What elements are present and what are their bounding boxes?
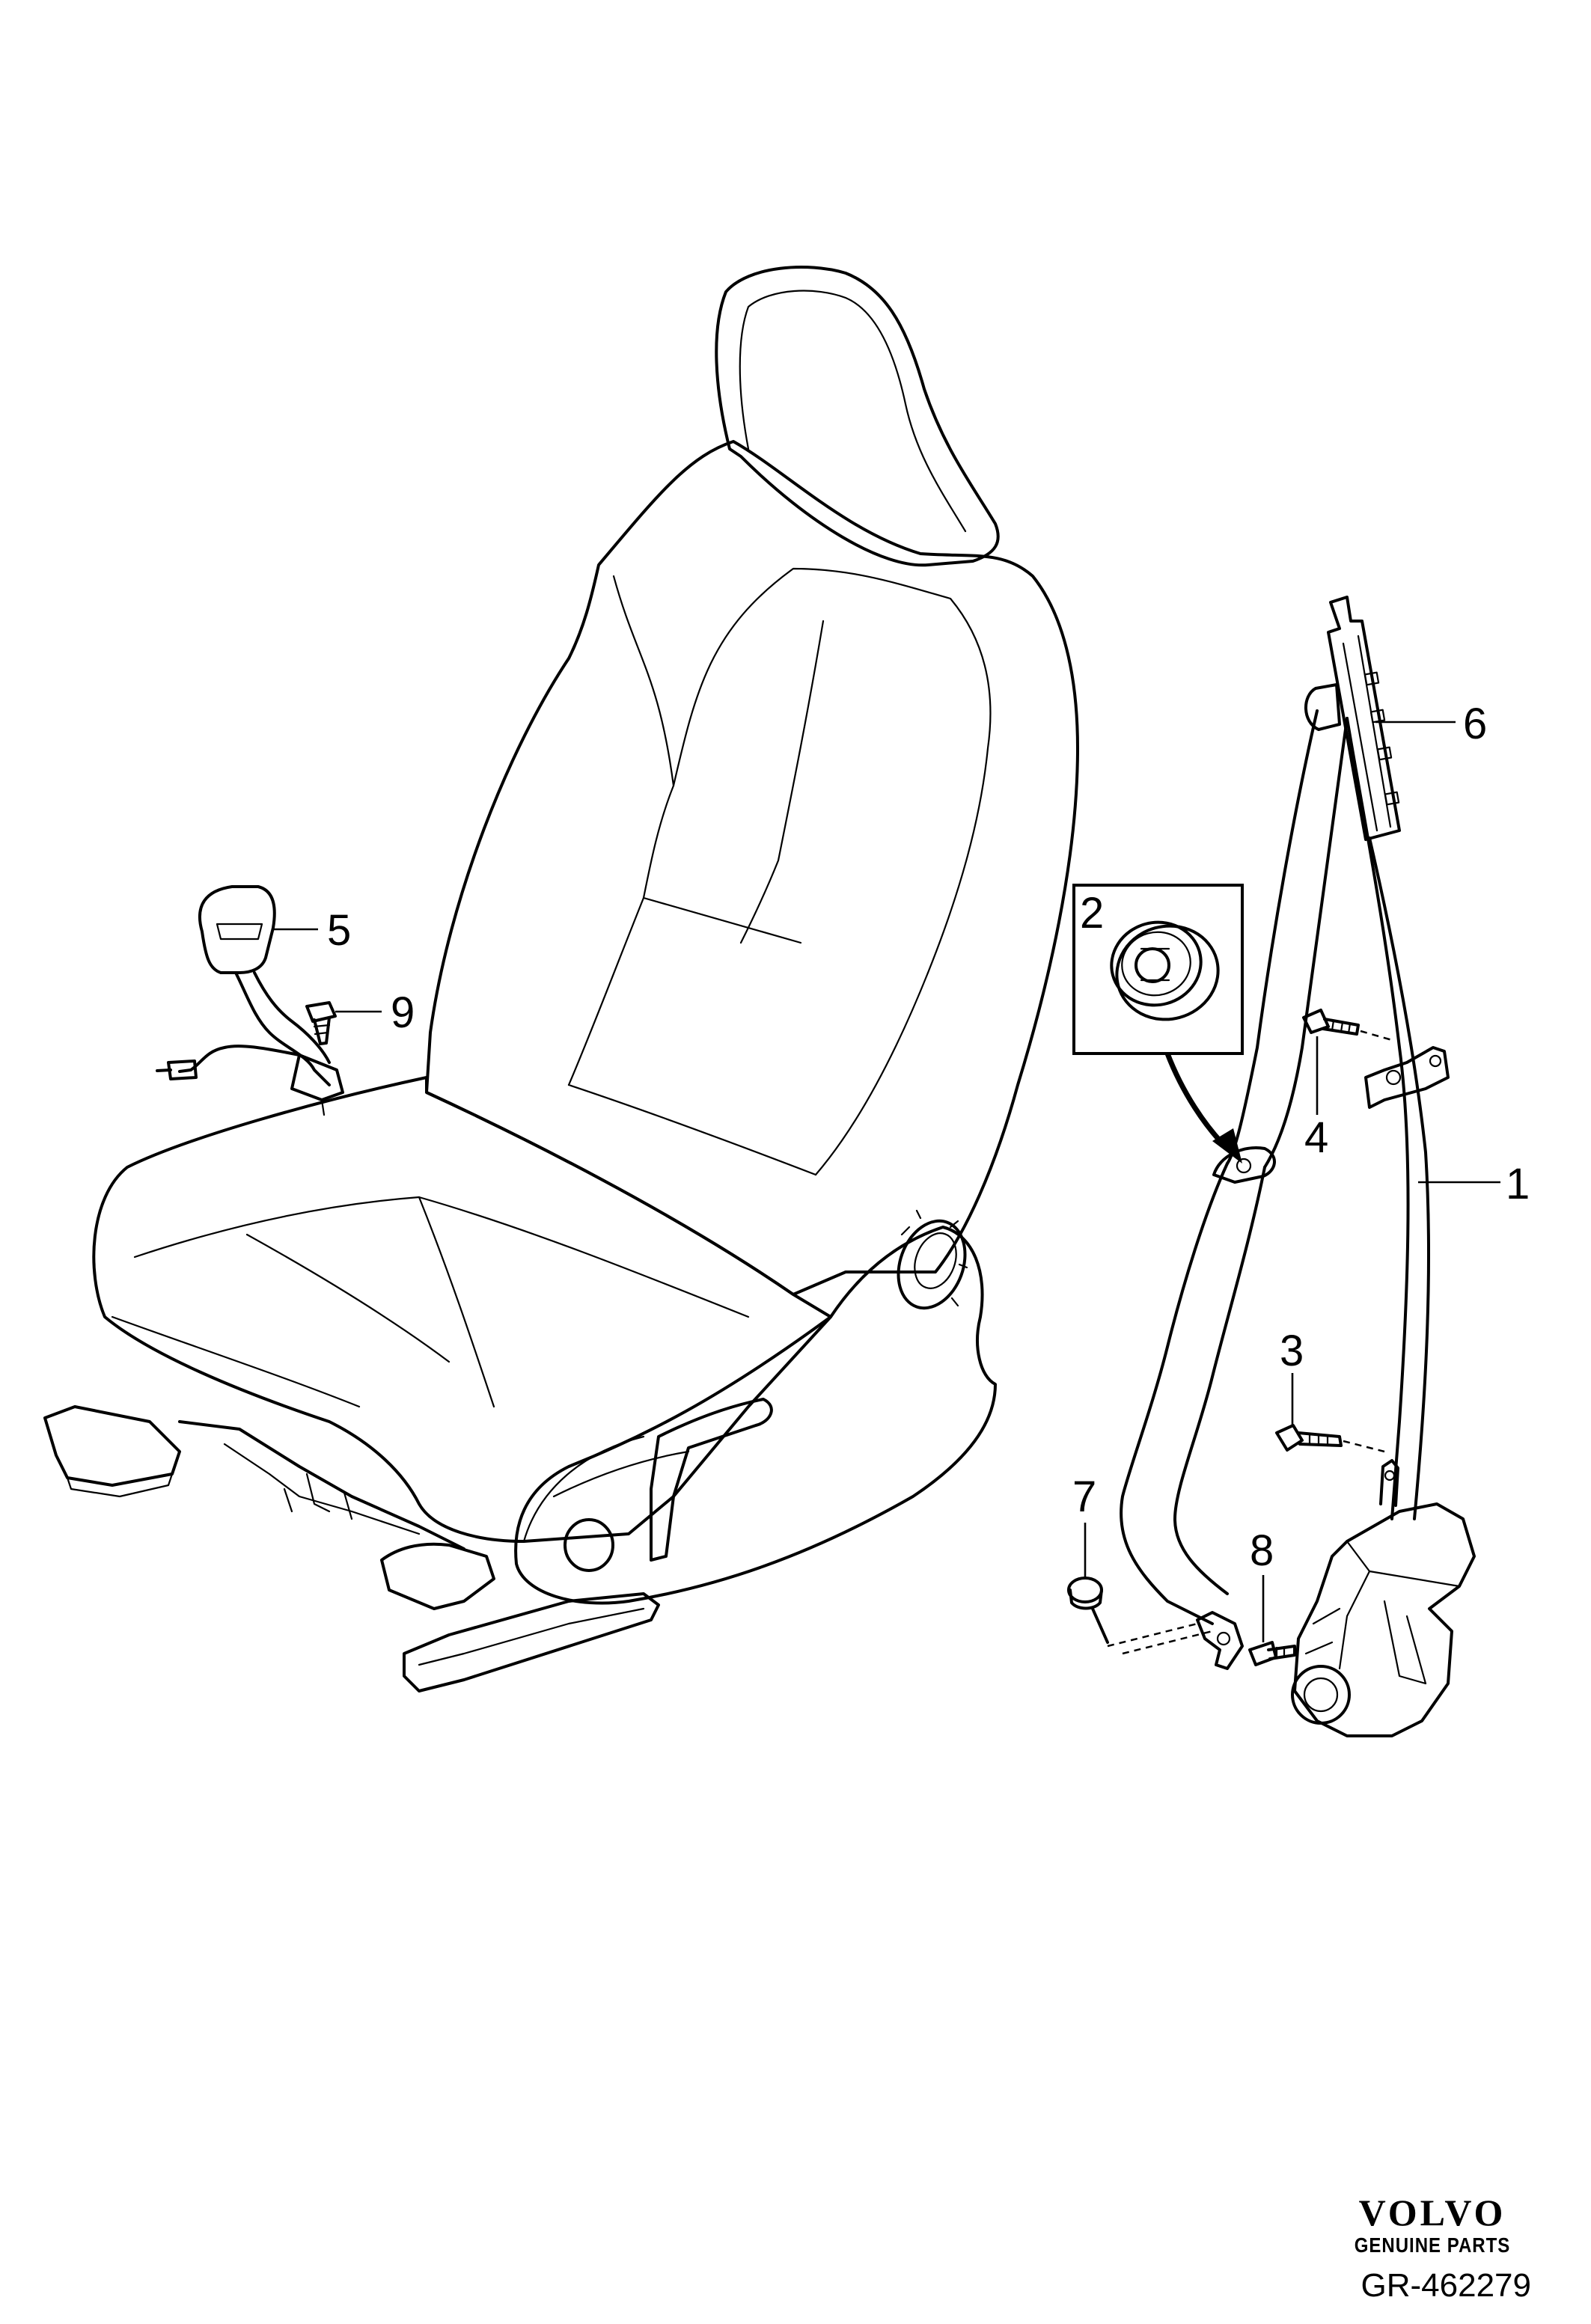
seat-lever	[650, 1398, 773, 1562]
callout-6: 6	[1463, 700, 1487, 748]
belt-guide-loop	[1212, 1146, 1276, 1184]
seatbelt-drawing	[1067, 596, 1476, 1737]
anchor-plate-lower	[1196, 1611, 1244, 1670]
seat-rail-rear	[403, 1592, 660, 1692]
callout-2: 2	[1080, 889, 1104, 938]
inset-part-2	[1072, 884, 1244, 1163]
retractor	[1293, 1502, 1476, 1737]
callout-9: 9	[391, 988, 415, 1037]
buckle-connector	[167, 1059, 198, 1080]
leader-lines	[273, 721, 1500, 1642]
callout-numbers: 1 2 3 4 5 6 7 8 9	[327, 700, 1530, 1575]
lap-webbing	[1120, 1162, 1229, 1625]
anchor-plate-upper	[1364, 1046, 1450, 1109]
bolt-3-drawing	[1275, 1424, 1385, 1453]
bolt-7-drawing	[1067, 1577, 1213, 1655]
bushing-2-drawing	[1110, 920, 1220, 1021]
callout-8: 8	[1250, 1526, 1274, 1575]
d-ring	[1304, 683, 1341, 731]
callout-5: 5	[327, 906, 351, 955]
callout-1: 1	[1506, 1160, 1530, 1208]
seat-rail-front	[43, 1405, 181, 1487]
callout-7: 7	[1072, 1473, 1096, 1521]
recline-knob	[897, 1209, 968, 1310]
shoulder-webbing	[1226, 709, 1319, 1165]
bolt-8-drawing	[1248, 1641, 1296, 1666]
buckle-assembly	[156, 885, 344, 1116]
brand-logo-text: VOLVO	[1358, 2192, 1506, 2233]
bolt-9-drawing	[305, 1001, 337, 1045]
height-adjuster	[1327, 596, 1401, 841]
callout-4: 4	[1304, 1113, 1328, 1162]
figure-reference: GR-462279	[1361, 2267, 1531, 2304]
inset-frame	[1072, 884, 1244, 1055]
seat-drawing	[43, 266, 1079, 1692]
callout-3: 3	[1280, 1327, 1304, 1375]
side-shield	[514, 1226, 997, 1605]
backrest	[425, 440, 1079, 1296]
buckle-wire	[178, 1045, 301, 1073]
inset-arrowhead	[1212, 1128, 1242, 1163]
inset-arrow	[1164, 1052, 1230, 1151]
headrest	[715, 266, 1000, 567]
bolt-4-drawing	[1302, 1009, 1393, 1042]
height-knob	[564, 1518, 614, 1572]
brand-tagline: GENUINE PARTS	[1354, 2233, 1511, 2257]
buckle-head	[198, 885, 276, 974]
seat-cushion	[92, 1076, 832, 1543]
buckle-bracket	[290, 1054, 344, 1101]
seat-foot	[380, 1542, 495, 1610]
